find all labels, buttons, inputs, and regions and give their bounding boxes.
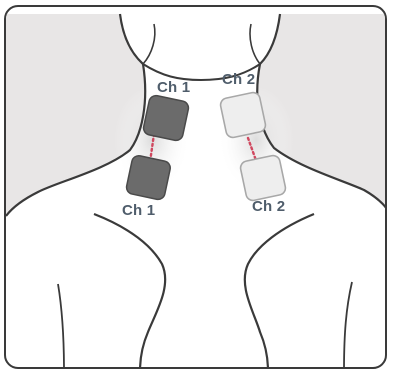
right-ear-detail [250, 24, 260, 64]
ch1-bottom-label: Ch 1 [122, 202, 155, 219]
left-shoulder-line [58, 284, 64, 369]
ch2-bottom-label: Ch 2 [252, 198, 285, 215]
ch1-pad-top [142, 94, 189, 141]
ch1-pad-bottom [125, 154, 171, 200]
ch2-top-label: Ch 2 [222, 71, 255, 88]
right-shoulder-line [344, 282, 352, 369]
neck-back-illustration [4, 5, 387, 369]
diagram-frame [4, 5, 387, 369]
ch2-pad-bottom [239, 154, 286, 201]
ch2-pad-top [219, 91, 266, 138]
left-arm-outline [94, 214, 165, 369]
left-ear-detail [143, 24, 155, 64]
right-arm-outline [245, 214, 314, 369]
ch1-top-label: Ch 1 [157, 79, 190, 96]
